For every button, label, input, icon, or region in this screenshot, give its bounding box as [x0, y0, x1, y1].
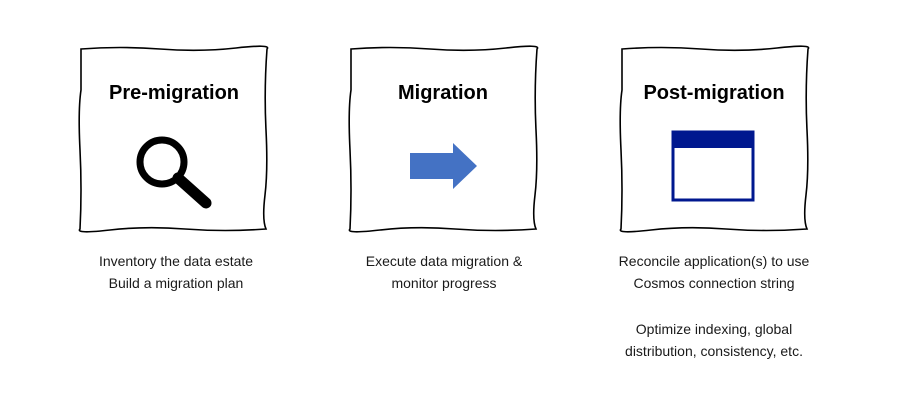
caption-line: Build a migration plan [108, 275, 244, 291]
pre-migration-box [78, 45, 269, 233]
magnifier-icon [136, 136, 212, 209]
post-migration-caption: Reconcile application(s) to use Cosmos c… [584, 250, 844, 294]
migration-box [348, 45, 539, 233]
pre-migration-title: Pre-migration [108, 82, 240, 104]
caption-line: Reconcile application(s) to use [618, 253, 810, 269]
arrow-right-icon [410, 143, 477, 189]
pre-migration-caption: Inventory the data estate Build a migrat… [46, 250, 306, 294]
caption-line: monitor progress [391, 275, 497, 291]
migration-caption: Execute data migration & monitor progres… [314, 250, 574, 294]
post-migration-extra-caption: Optimize indexing, global distribution, … [584, 318, 844, 362]
post-migration-title: Post-migration [643, 82, 785, 104]
caption-line: Cosmos connection string [633, 275, 795, 291]
caption-line: Optimize indexing, global [635, 321, 793, 337]
caption-line: Inventory the data estate [98, 253, 254, 269]
post-migration-box [619, 45, 810, 233]
window-icon [671, 130, 755, 202]
migration-title: Migration [398, 82, 488, 104]
caption-line: distribution, consistency, etc. [625, 343, 803, 359]
caption-line: Execute data migration & [365, 253, 523, 269]
